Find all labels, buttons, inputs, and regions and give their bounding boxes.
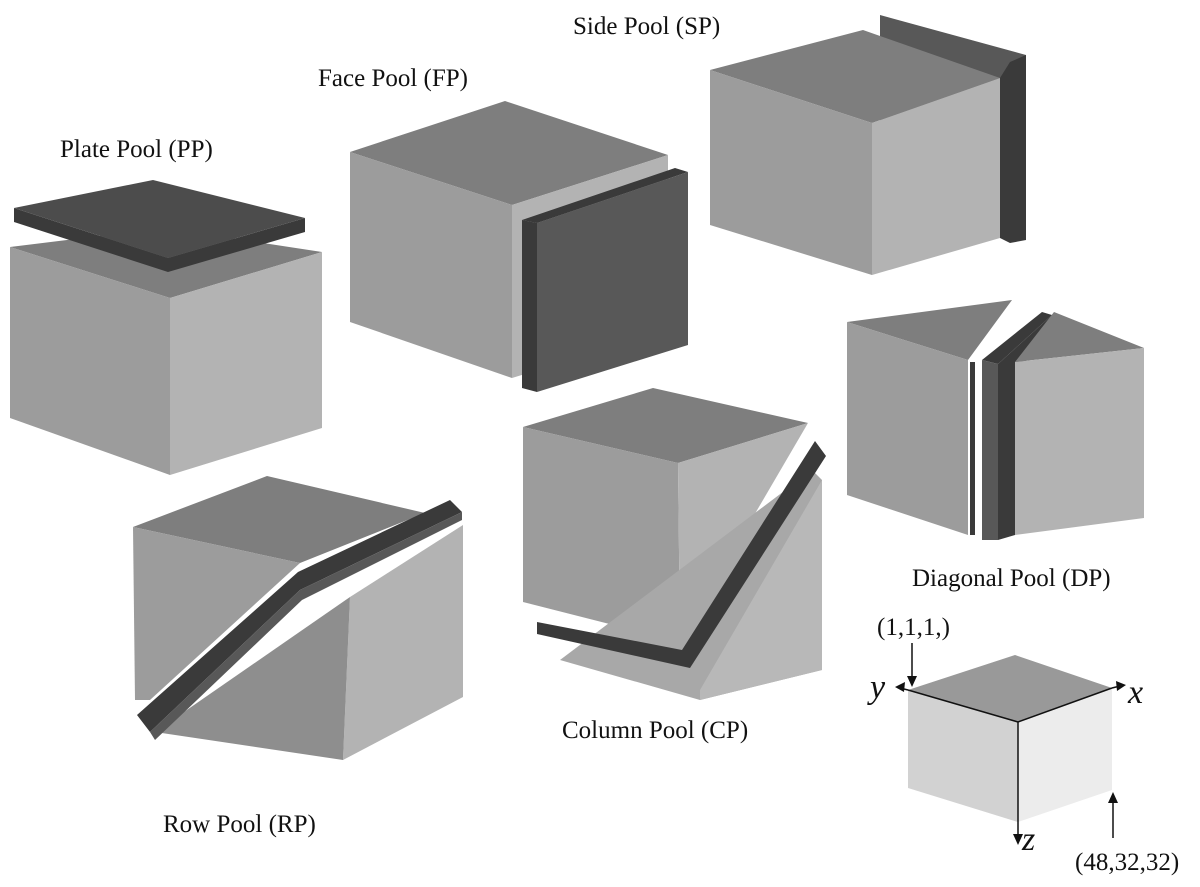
z-axis-arrowhead bbox=[1013, 834, 1023, 845]
dp-plate-side bbox=[998, 315, 1052, 540]
corner-coordinate-label: (48,32,32) bbox=[1075, 849, 1179, 876]
x-axis-label: x bbox=[1127, 674, 1143, 711]
corner-pointer-arrowhead bbox=[1108, 792, 1118, 803]
sp-plate-edge bbox=[1000, 55, 1026, 243]
rp-plate-side bbox=[150, 512, 462, 740]
rp-right-face bbox=[343, 525, 463, 760]
axis-reference-cube: y x z (1,1,1,) (48,32,32) bbox=[867, 614, 1179, 876]
rp-left-upper-face bbox=[133, 527, 300, 700]
pp-plate-left-edge bbox=[14, 208, 168, 272]
ref-cube-top bbox=[908, 655, 1112, 722]
sp-cube-left-face bbox=[710, 70, 872, 275]
diagonal-pool-label: Diagonal Pool (DP) bbox=[912, 565, 1111, 592]
origin-pointer-arrowhead bbox=[907, 676, 917, 687]
dp-plate-face bbox=[982, 360, 998, 540]
rp-plate-top bbox=[137, 500, 462, 732]
ref-cube-right-face bbox=[1018, 688, 1112, 822]
ref-cube-left-face bbox=[908, 690, 1018, 822]
origin-coordinate-label: (1,1,1,) bbox=[877, 614, 950, 641]
y-axis-arrowhead bbox=[895, 682, 905, 692]
dp-gap bbox=[970, 362, 975, 535]
sp-cube-top bbox=[710, 30, 1000, 123]
dp-left-face bbox=[847, 322, 968, 535]
fp-cube-left-face bbox=[350, 152, 512, 378]
plate-pool-label: Plate Pool (PP) bbox=[60, 136, 213, 163]
side-pool-figure: Side Pool (SP) bbox=[573, 13, 1026, 275]
face-pool-label: Face Pool (FP) bbox=[318, 65, 468, 92]
dp-left-top bbox=[847, 300, 1012, 360]
pp-cube-right-face bbox=[170, 252, 322, 475]
cp-lower-right-face bbox=[700, 480, 822, 700]
y-axis-label: y bbox=[867, 669, 886, 706]
fp-plate-face bbox=[537, 172, 688, 392]
fp-cube-top bbox=[350, 101, 668, 205]
dp-plate-top bbox=[982, 312, 1052, 364]
pp-plate-top bbox=[14, 180, 305, 258]
rp-lower-face bbox=[155, 597, 350, 760]
row-pool-figure: Row Pool (RP) bbox=[133, 476, 463, 838]
diagonal-pool-figure: Diagonal Pool (DP) bbox=[847, 300, 1144, 592]
cp-top bbox=[523, 388, 808, 463]
dp-right-top bbox=[1015, 312, 1144, 362]
column-pool-label: Column Pool (CP) bbox=[562, 717, 748, 744]
dp-right-face bbox=[1015, 348, 1144, 535]
row-pool-label: Row Pool (RP) bbox=[163, 811, 316, 838]
fp-plate-side-edge bbox=[522, 220, 537, 392]
rp-top bbox=[133, 476, 425, 563]
cp-left-face bbox=[523, 427, 680, 642]
column-pool-figure: Column Pool (CP) bbox=[523, 388, 826, 744]
x-axis-arrowhead bbox=[1116, 681, 1126, 691]
face-pool-figure: Face Pool (FP) bbox=[318, 65, 688, 392]
pp-cube-left-face bbox=[10, 247, 170, 475]
z-axis-label: z bbox=[1021, 821, 1035, 858]
sp-cube-right-face bbox=[872, 78, 1000, 275]
plate-pool-figure: Plate Pool (PP) bbox=[10, 136, 322, 475]
fp-plate-top-edge bbox=[522, 168, 688, 223]
pp-plate-right-edge bbox=[168, 218, 305, 272]
side-pool-label: Side Pool (SP) bbox=[573, 13, 720, 40]
